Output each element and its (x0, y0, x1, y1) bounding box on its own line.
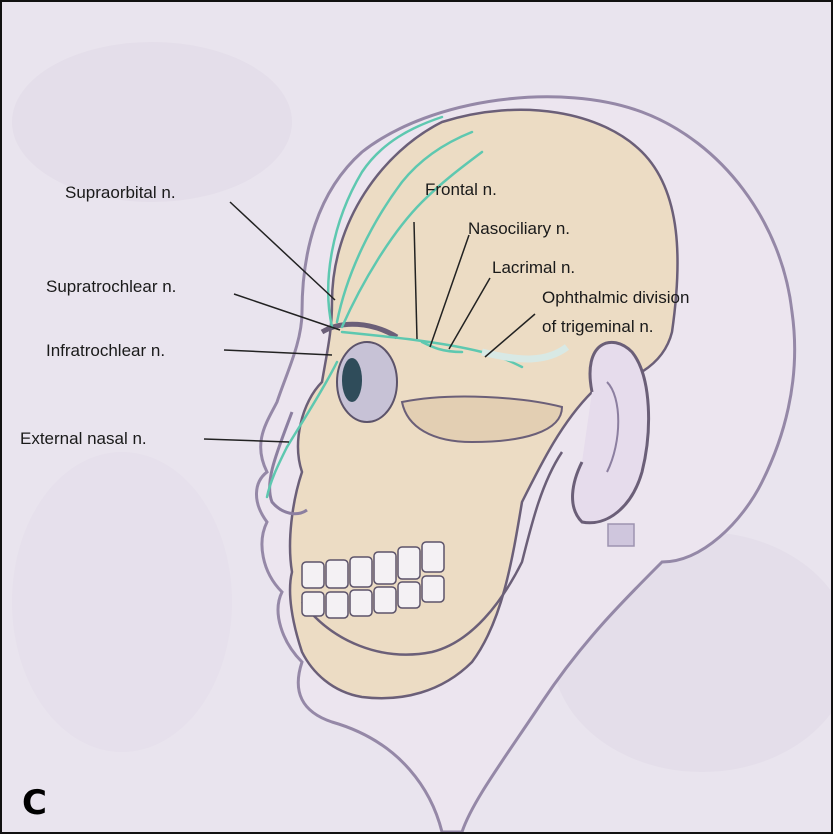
label-nasociliary: Nasociliary n. (468, 219, 570, 238)
artist-mark (608, 524, 634, 546)
pupil (342, 358, 362, 402)
label-lacrimal: Lacrimal n. (492, 258, 575, 277)
label-frontal: Frontal n. (425, 180, 497, 199)
label-ophthalmic-line1: Ophthalmic division (542, 288, 689, 307)
label-ophthalmic-line2: of trigeminal n. (542, 317, 654, 336)
label-external-nasal: External nasal n. (20, 429, 147, 448)
panel-letter: C (22, 783, 47, 823)
label-supratrochlear: Supratrochlear n. (46, 277, 176, 296)
label-infratrochlear: Infratrochlear n. (46, 341, 165, 360)
label-supraorbital: Supraorbital n. (65, 183, 176, 202)
